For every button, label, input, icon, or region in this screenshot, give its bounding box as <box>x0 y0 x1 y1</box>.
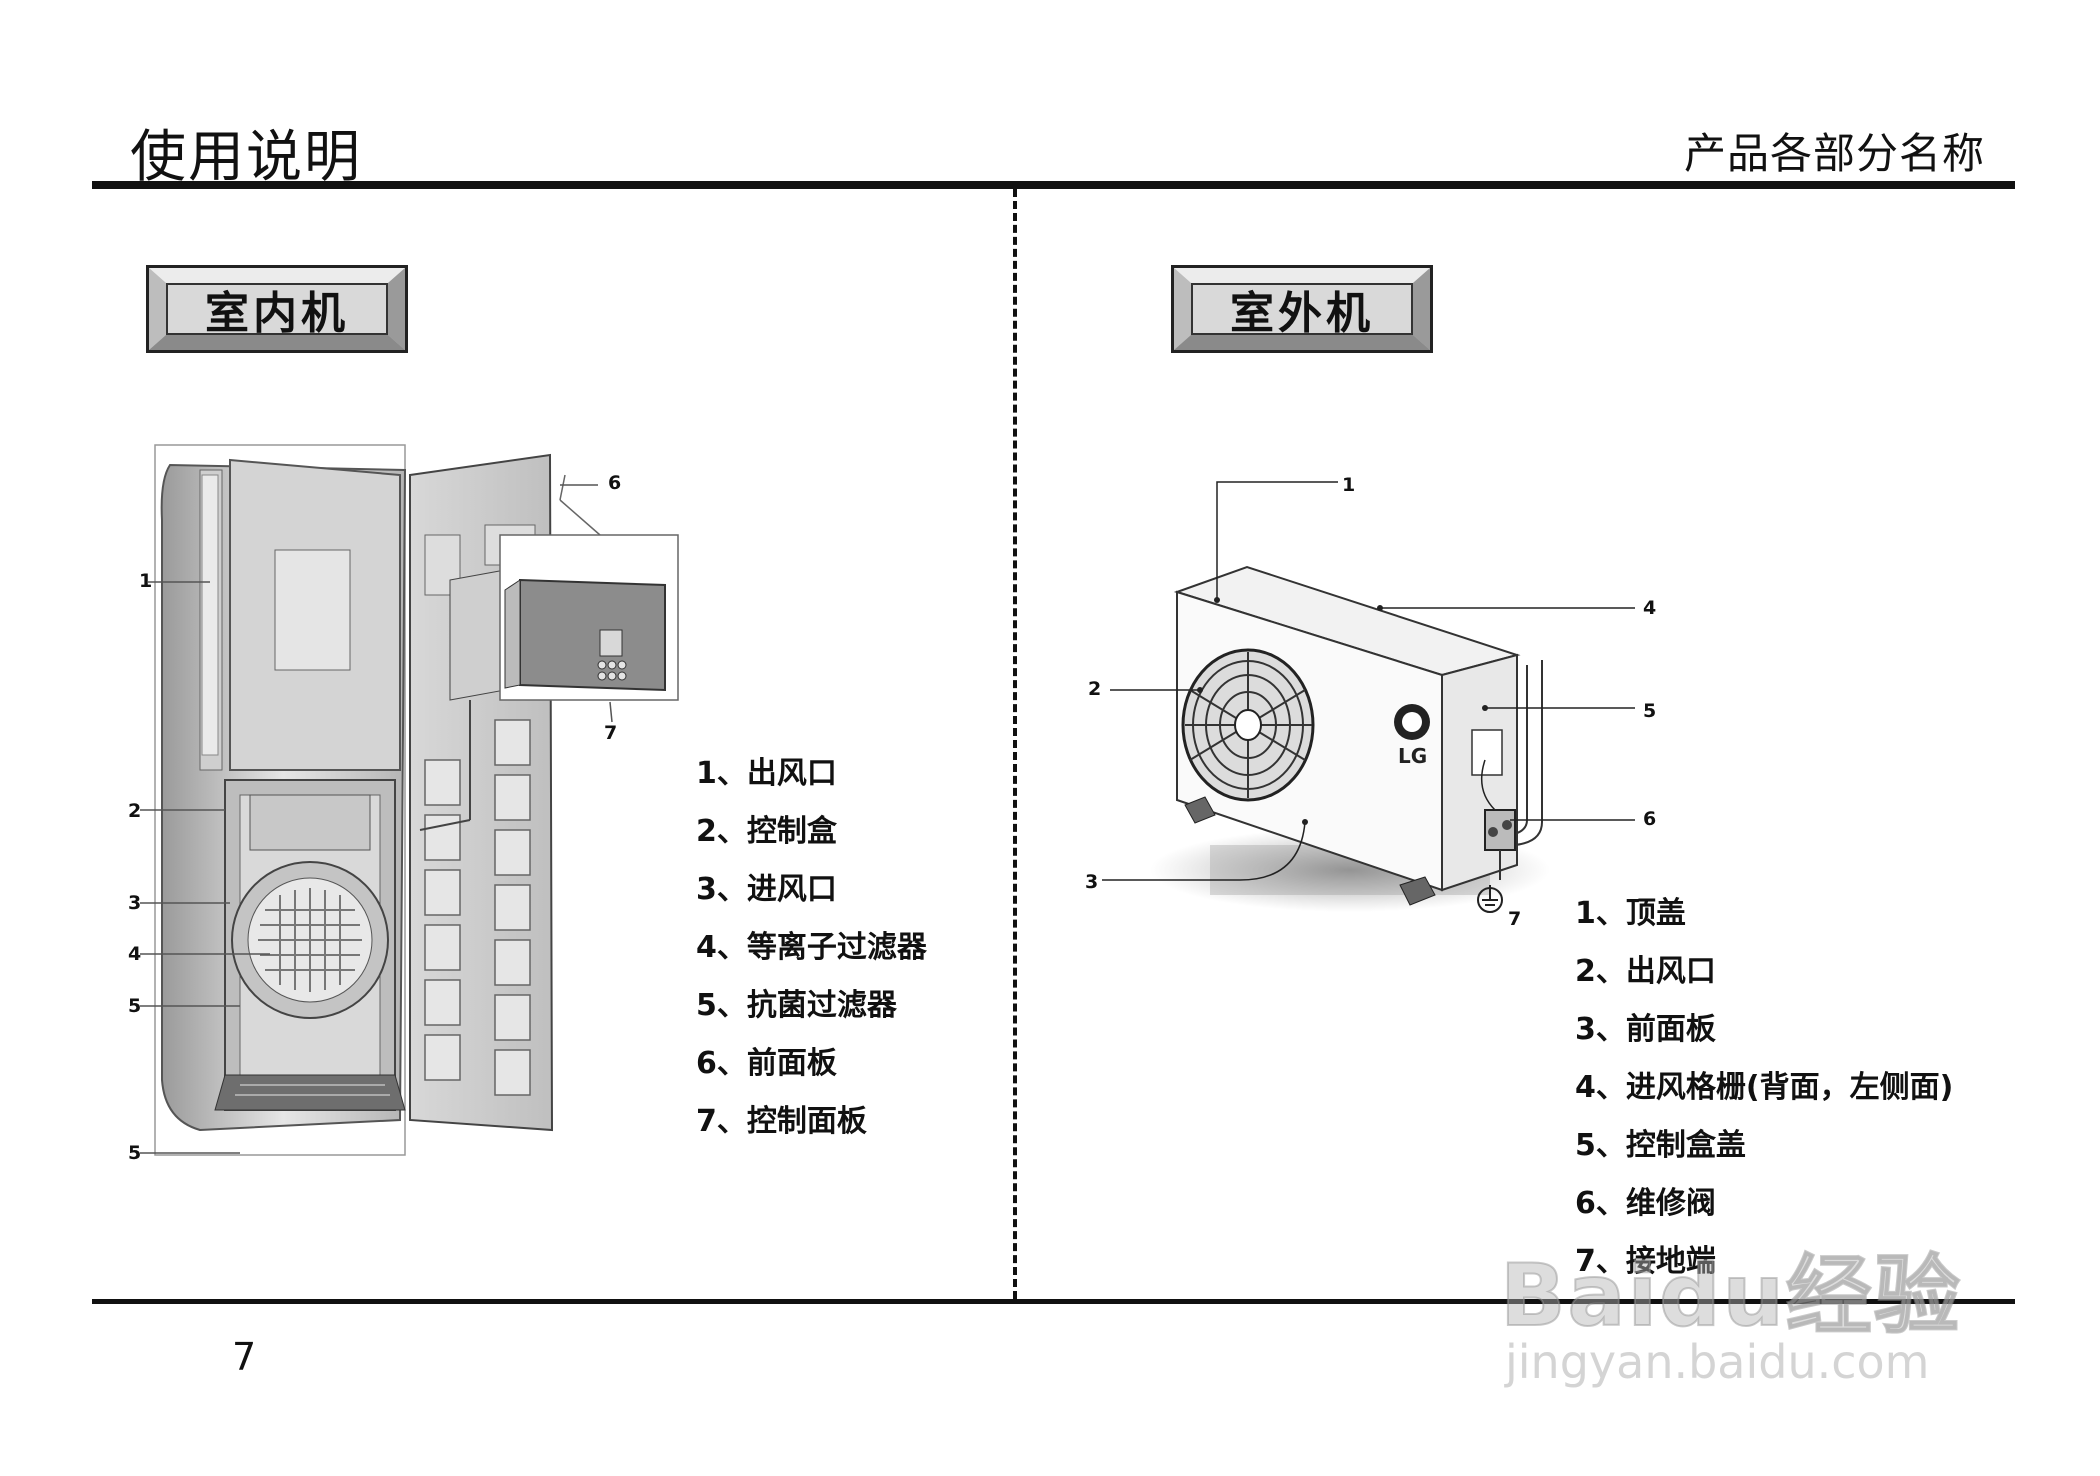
indoor-callout-1: 1 <box>139 570 153 592</box>
legend-item: 3、前面板 <box>1575 1012 1716 1047</box>
outdoor-callout-4: 4 <box>1643 597 1657 619</box>
page-title: 使用说明 <box>130 125 362 190</box>
page-number: 7 <box>232 1335 257 1379</box>
indoor-callout-7: 7 <box>604 722 618 744</box>
indoor-legend: 1、出风口 2、控制盒 3、进风口 4、等离子过滤器 5、抗菌过滤器 6、前面板… <box>696 745 927 1151</box>
bevel-frame <box>1174 268 1430 350</box>
top-rule <box>92 181 2015 189</box>
outdoor-callout-3: 3 <box>1085 871 1099 893</box>
page-subtitle: 产品各部分名称 <box>1683 129 1985 178</box>
watermark-url: jingyan.baidu.com <box>1505 1335 1930 1389</box>
legend-item: 6、前面板 <box>696 1046 837 1081</box>
outdoor-callout-6: 6 <box>1643 808 1657 830</box>
legend-item: 1、顶盖 <box>1575 896 1686 931</box>
legend-item: 4、等离子过滤器 <box>696 930 927 965</box>
outdoor-label-text: 室外机 <box>1191 283 1413 339</box>
indoor-callout-5a: 5 <box>128 995 142 1017</box>
outdoor-callout-1: 1 <box>1342 474 1356 496</box>
indoor-callout-5b: 5 <box>128 1142 142 1164</box>
center-divider <box>1013 189 1017 1299</box>
legend-item: 3、进风口 <box>696 872 837 907</box>
bottom-rule <box>92 1299 2015 1304</box>
indoor-callout-6: 6 <box>608 472 622 494</box>
legend-item: 7、接地端 <box>1575 1244 1716 1279</box>
legend-item: 5、控制盒盖 <box>1575 1128 1746 1163</box>
indoor-callout-3: 3 <box>128 892 142 914</box>
watermark-logo: Baidu经验 <box>1499 1245 1962 1347</box>
legend-item: 6、维修阀 <box>1575 1186 1716 1221</box>
legend-item: 7、控制面板 <box>696 1104 867 1139</box>
outdoor-callout-7: 7 <box>1508 908 1522 930</box>
bevel-frame <box>149 268 405 350</box>
outdoor-callout-2: 2 <box>1088 678 1102 700</box>
lg-logo-text: LG <box>1398 744 1427 768</box>
indoor-section-label: 室内机 <box>146 265 408 353</box>
indoor-unit-illustration <box>154 444 679 1156</box>
legend-item: 1、出风口 <box>696 756 837 791</box>
legend-item: 2、控制盒 <box>696 814 837 849</box>
outdoor-unit-illustration: LG <box>1102 481 1635 913</box>
indoor-leader-lines <box>140 484 613 1154</box>
indoor-label-text: 室内机 <box>166 283 388 339</box>
indoor-callout-4: 4 <box>128 943 142 965</box>
outdoor-legend: 1、顶盖 2、出风口 3、前面板 4、进风格栅(背面，左侧面) 5、控制盒盖 6… <box>1575 885 1953 1291</box>
outdoor-section-label: 室外机 <box>1171 265 1433 353</box>
legend-item: 2、出风口 <box>1575 954 1716 989</box>
indoor-callout-2: 2 <box>128 800 142 822</box>
outdoor-callout-5: 5 <box>1643 700 1657 722</box>
legend-item: 4、进风格栅(背面，左侧面) <box>1575 1070 1954 1105</box>
legend-item: 5、抗菌过滤器 <box>696 988 897 1023</box>
